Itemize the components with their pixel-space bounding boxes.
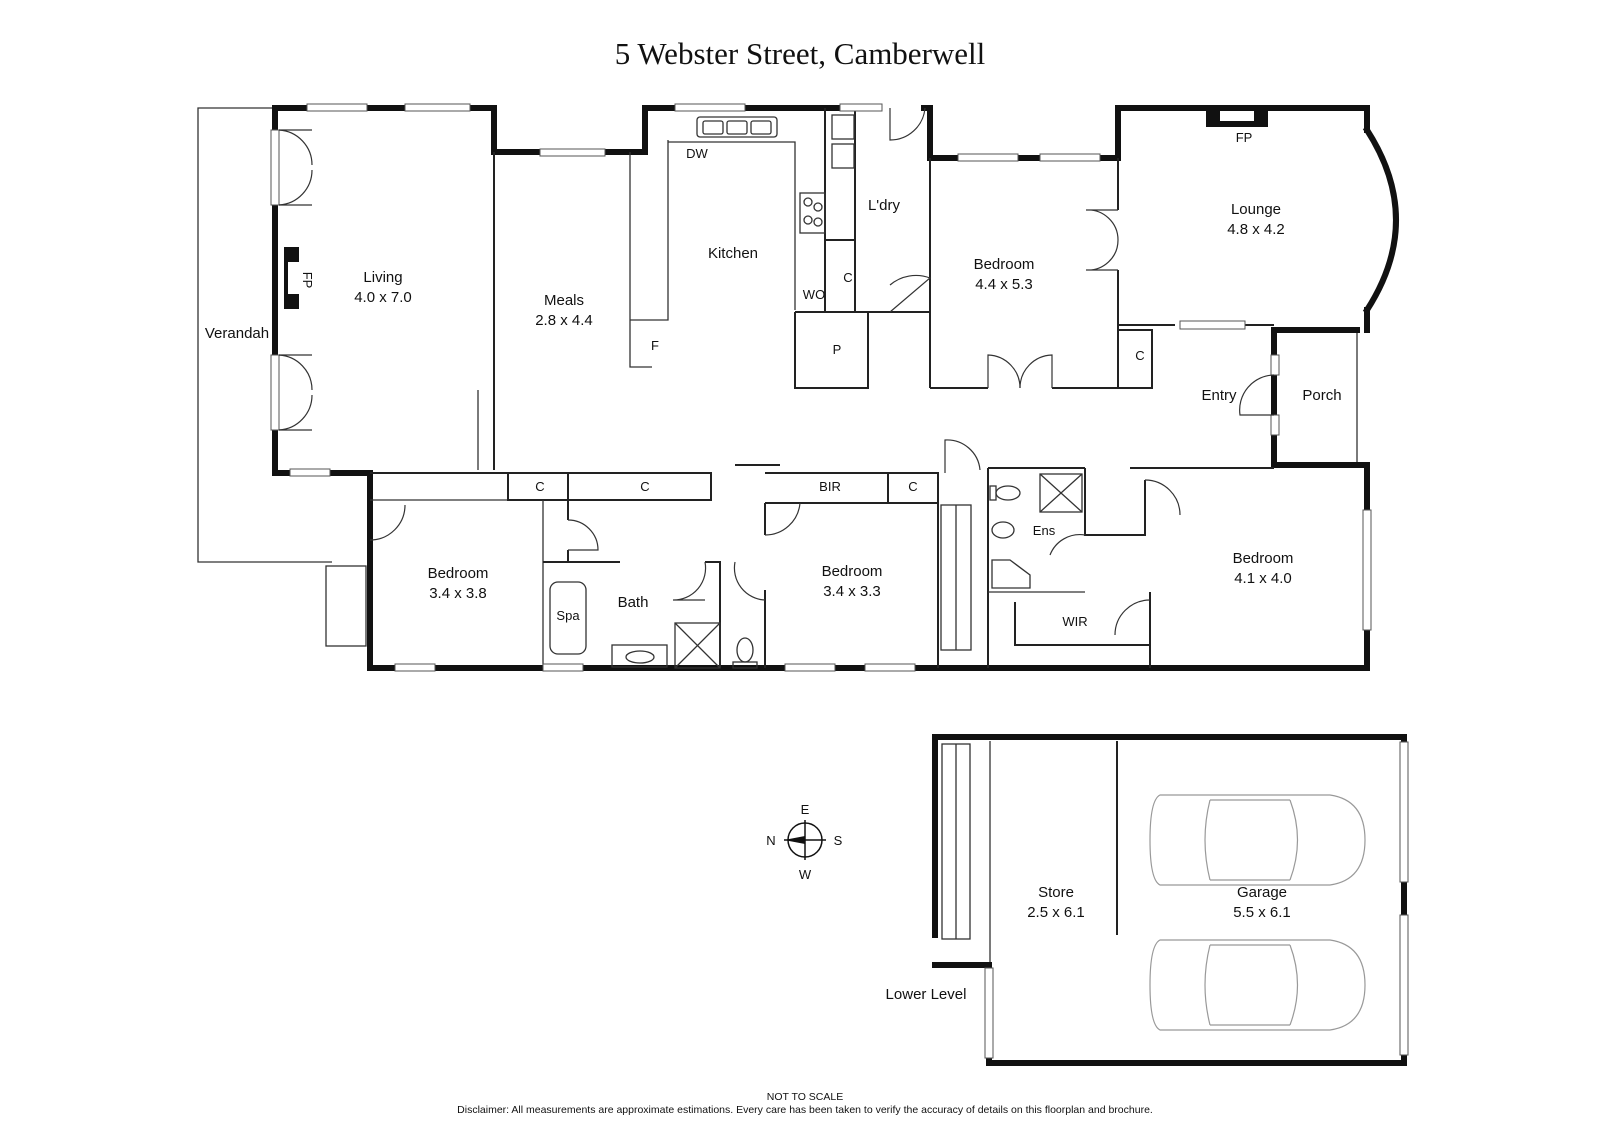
label-bath: Bath [618, 594, 649, 611]
plan-title: 5 Webster Street, Camberwell [615, 36, 986, 71]
kitchen-sink [696, 116, 778, 138]
stairs-corridor [940, 504, 972, 651]
label-fridge: F [651, 338, 659, 353]
label-wo: WO [803, 287, 825, 302]
label-laundry: L'dry [868, 197, 901, 214]
label-lower-level: Lower Level [886, 986, 967, 1003]
label-garage: Garage [1237, 884, 1287, 901]
label-pantry: P [833, 342, 842, 357]
label-bir: BIR [819, 479, 841, 494]
label-bedroom-upper: Bedroom [974, 256, 1035, 273]
car-bottom [1149, 939, 1366, 1031]
size-bedroom-upper: 4.4 x 5.3 [975, 276, 1033, 293]
cooktop [799, 192, 826, 234]
garage-walls [932, 734, 1409, 1066]
disclaimer: Disclaimer: All measurements are approxi… [457, 1104, 1153, 1116]
label-bedroom-2: Bedroom [822, 563, 883, 580]
compass-w: W [799, 867, 812, 882]
fixtures [284, 111, 1268, 940]
label-kitchen: Kitchen [708, 245, 758, 262]
size-store: 2.5 x 6.1 [1027, 904, 1085, 921]
verandah-outline [197, 107, 332, 563]
windows [270, 103, 1372, 672]
label-c-entry: C [1135, 348, 1144, 363]
not-to-scale: NOT TO SCALE [767, 1091, 843, 1103]
label-fp-lounge: FP [1236, 130, 1253, 145]
label-living: Living [363, 269, 402, 286]
label-fp-living: FP [300, 272, 315, 289]
label-c-laundry: C [843, 270, 852, 285]
compass-e: E [801, 802, 810, 817]
label-wir: WIR [1062, 614, 1087, 629]
shower [674, 622, 721, 669]
room-labels: Verandah Living 4.0 x 7.0 Meals 2.8 x 4.… [205, 197, 1342, 1003]
label-c-corridor-1: C [535, 479, 544, 494]
spa-bath [549, 581, 587, 655]
label-bedroom-1: Bedroom [428, 565, 489, 582]
size-lounge: 4.8 x 4.2 [1227, 221, 1285, 238]
label-c-corridor-2: C [640, 479, 649, 494]
size-living: 4.0 x 7.0 [354, 289, 412, 306]
size-garage: 5.5 x 6.1 [1233, 904, 1291, 921]
label-bedroom-main: Bedroom [1233, 550, 1294, 567]
label-entry: Entry [1201, 387, 1237, 404]
label-c-corridor-3: C [908, 479, 917, 494]
size-bedroom-2: 3.4 x 3.3 [823, 583, 881, 600]
interior-walls [370, 108, 1274, 668]
label-dw: DW [686, 146, 708, 161]
label-porch: Porch [1302, 387, 1341, 404]
car-top [1149, 794, 1366, 886]
label-meals: Meals [544, 292, 584, 309]
stairs-verandah [325, 565, 367, 647]
size-meals: 2.8 x 4.4 [535, 312, 593, 329]
stairs-garage [941, 743, 971, 940]
fixture-labels: FP FP DW WO C P F C C C BIR C Spa [300, 130, 1252, 623]
label-spa: Spa [556, 608, 580, 623]
size-bedroom-1: 3.4 x 3.8 [429, 585, 487, 602]
compass-n: N [766, 833, 775, 848]
label-ensuite: Ens [1033, 523, 1056, 538]
label-store: Store [1038, 884, 1074, 901]
label-lounge: Lounge [1231, 201, 1281, 218]
compass: E W N S [766, 802, 842, 882]
compass-s: S [834, 833, 843, 848]
size-bedroom-main: 4.1 x 4.0 [1234, 570, 1292, 587]
doors [278, 107, 1275, 636]
label-verandah: Verandah [205, 325, 269, 342]
